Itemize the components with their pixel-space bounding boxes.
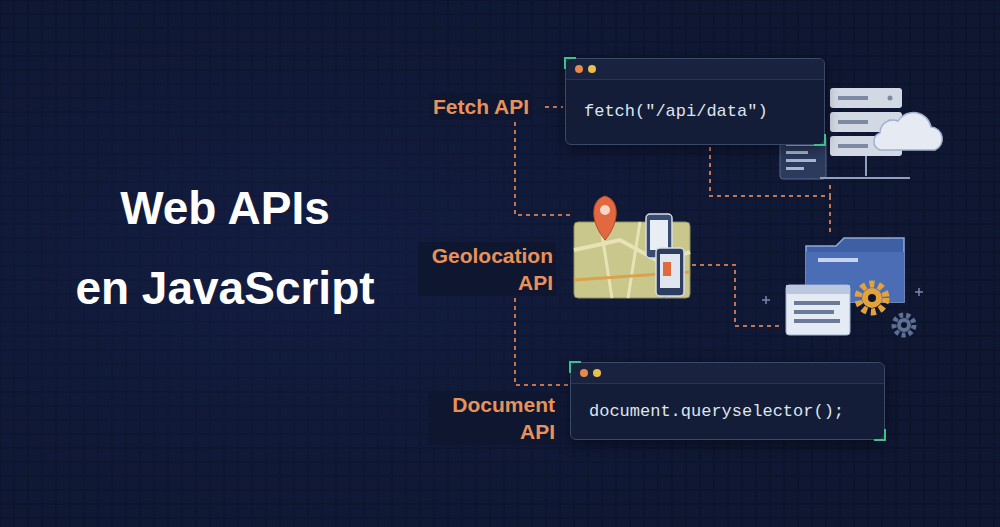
- corner-accent: [569, 361, 581, 373]
- window-dot: [588, 65, 596, 73]
- code-text: fetch("/api/data"): [584, 102, 768, 121]
- code-window: document.queryselector();: [570, 362, 885, 440]
- window-dot: [593, 369, 601, 377]
- folder-gear-icon: [762, 238, 923, 335]
- api-label: Fetch API: [430, 93, 532, 120]
- window-dot: [575, 65, 583, 73]
- corner-accent: [874, 429, 886, 441]
- title-bar: [571, 363, 884, 384]
- window-dot: [580, 369, 588, 377]
- code-text: document.queryselector();: [589, 402, 844, 421]
- api-label: Document API: [428, 391, 558, 445]
- dashed-leaders: [515, 107, 830, 385]
- code-body: fetch("/api/data"): [584, 102, 768, 121]
- corner-accent: [564, 57, 576, 69]
- title: Web APIs en JavaScript: [40, 168, 410, 328]
- code-body: document.queryselector();: [589, 402, 844, 421]
- title-bar: [566, 59, 824, 80]
- corner-accent: [814, 134, 826, 146]
- map-icon: [574, 196, 690, 298]
- code-window: fetch("/api/data"): [565, 58, 825, 145]
- api-label: Geolocation API: [418, 242, 556, 296]
